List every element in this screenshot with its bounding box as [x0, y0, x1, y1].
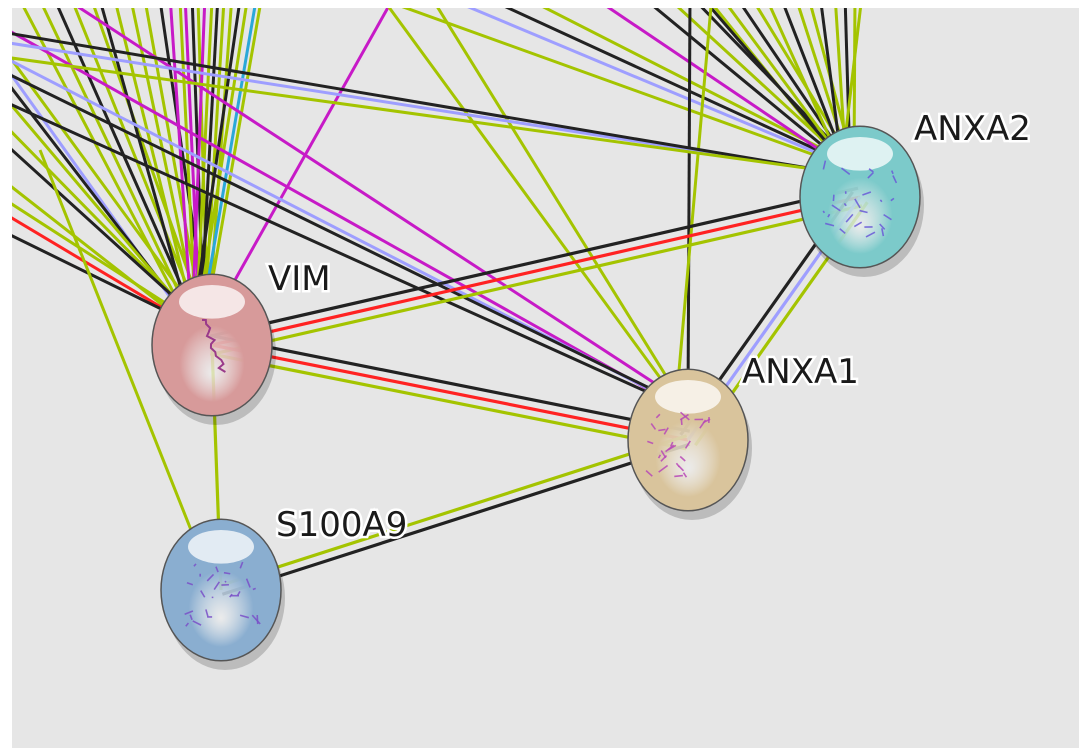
node-vim[interactable]: VIM: [151, 257, 333, 425]
node-sphere: [160, 518, 282, 662]
offscreen-edge-anxa1: [387, 8, 682, 406]
offscreen-edge-vim: [22, 8, 194, 329]
offscreen-edge-anxa1: [12, 30, 677, 407]
protein-ribbon-icon: [202, 319, 226, 373]
protein-structure-icon: [184, 561, 261, 627]
node-highlight: [827, 137, 893, 171]
edge-vim-anxa1[interactable]: [211, 343, 689, 442]
offscreen-edge-anxa1: [436, 8, 686, 406]
offscreen-edge-vim: [198, 8, 257, 329]
protein-structure-icon: [822, 160, 898, 238]
edge-vim-anxa2[interactable]: [209, 186, 859, 338]
offscreen-edge-vim: [42, 8, 198, 329]
offscreen-edge-anxa2: [709, 8, 848, 166]
offscreen-edge-vim: [169, 8, 194, 329]
offscreen-edge-anxa2: [653, 8, 847, 167]
edge-vim-anxa1[interactable]: [209, 352, 687, 451]
offscreen-edge-vim: [206, 8, 233, 329]
node-sphere: [627, 368, 749, 512]
network-edges: [209, 186, 869, 596]
edge-vim-anxa2[interactable]: [211, 195, 861, 347]
edge-anxa1-s100a9[interactable]: [219, 434, 688, 588]
offscreen-edge-anxa1: [686, 8, 692, 406]
node-label-s100a9: S100A9: [276, 505, 407, 545]
edge-vim-anxa1[interactable]: [213, 334, 691, 433]
node-anxa2[interactable]: ANXA2: [799, 107, 1033, 277]
node-highlight: [179, 285, 245, 319]
offscreen-edge-vim: [12, 185, 193, 330]
offscreen-edge-anxa2: [467, 8, 847, 167]
node-highlight: [188, 530, 254, 564]
offscreen-edge-anxa2: [606, 8, 843, 167]
node-label-anxa1: ANXA1: [742, 352, 859, 392]
offscreen-edge-anxa2: [12, 32, 821, 172]
offscreen-edge-anxa2: [727, 8, 848, 166]
node-sphere: [151, 273, 273, 417]
node-anxa1[interactable]: ANXA1: [627, 350, 861, 520]
offscreen-edge-anxa1: [12, 74, 685, 407]
protein-structure-icon: [645, 411, 711, 478]
offscreen-edge-s100a9: [38, 149, 197, 541]
node-highlight: [655, 380, 721, 414]
node-label-vim: VIM: [268, 259, 331, 299]
offscreen-edges: [12, 8, 862, 541]
offscreen-edge-anxa2: [12, 41, 821, 172]
node-s100a9[interactable]: S100A9: [160, 503, 410, 670]
offscreen-edge-vim: [206, 8, 390, 329]
offscreen-edge-anxa1: [12, 103, 677, 407]
node-sphere: [799, 125, 921, 269]
node-label-anxa2: ANXA2: [914, 109, 1031, 149]
offscreen-edge-vim: [12, 57, 210, 329]
offscreen-edge-anxa1: [77, 8, 689, 407]
offscreen-edge-vim: [190, 8, 241, 329]
offscreen-edge-anxa2: [504, 8, 851, 167]
offscreen-edge-vim: [190, 8, 206, 329]
offscreen-edge-vim: [202, 8, 262, 329]
offscreen-edge-vim: [194, 8, 248, 329]
offscreen-edge-anxa1: [674, 8, 713, 406]
edge-anxa1-s100a9[interactable]: [221, 442, 690, 596]
edge-vim-anxa2[interactable]: [213, 204, 863, 356]
offscreen-edge-anxa2: [12, 56, 821, 172]
